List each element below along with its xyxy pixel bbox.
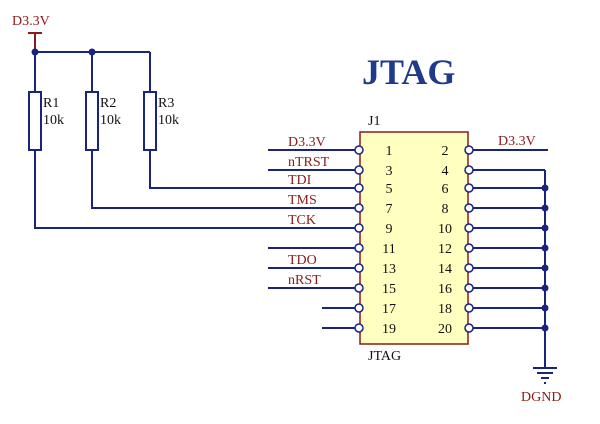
wire-r2-tms [91,150,355,209]
resistor-r2: R2 10k [85,91,121,151]
pin-circle-right [464,323,474,333]
pin-circle-left [354,165,364,175]
pin-circle-right [464,145,474,155]
net-label-left: TDI [288,173,312,188]
pin-circle-left [354,203,364,213]
pin-circle-right [464,203,474,213]
net-label-left: D3.3V [288,135,326,150]
pin-circle-left [354,243,364,253]
pin-number-right: 16 [438,282,452,297]
pin-circle-left [354,323,364,333]
diagram-title: JTAG [362,52,455,92]
pin-circle-right [464,165,474,175]
ground-label: DGND [521,390,561,405]
pin-number-right: 4 [442,164,449,179]
pin-number-left: 5 [386,182,393,197]
pin-number-left: 1 [386,144,393,159]
resistor-ref: R3 [158,96,174,111]
wires [34,51,548,368]
connector-name: JTAG [368,349,401,364]
pin-number-left: 3 [386,164,393,179]
pin-number-right: 18 [438,302,452,317]
junction-dot [541,244,549,252]
junction-dot [541,264,549,272]
pin-number-left: 19 [382,322,396,337]
wire-r3-tdi [149,150,355,189]
pin-number-right: 20 [438,322,452,337]
net-label-left: nRST [288,273,321,288]
net-label-left: nTRST [288,155,330,170]
pin-circle-right [464,283,474,293]
pin-number-right: 10 [438,222,452,237]
resistor-body [143,91,157,151]
junction-dot [541,324,549,332]
pin-number-left: 11 [382,242,395,257]
power-label-right: D3.3V [498,134,536,149]
pin-circle-left [354,263,364,273]
pin-circle-left [354,183,364,193]
junction-dot [541,304,549,312]
junction-dot [88,48,96,56]
pin-number-left: 13 [382,262,396,277]
power-symbol-top-left: D3.3V [12,14,50,52]
resistor-r1: R1 10k [28,91,64,151]
connector-ref: J1 [368,114,380,129]
resistor-body [28,91,42,151]
pin-circle-right [464,183,474,193]
pin-circle-left [354,145,364,155]
pin-circle-left [354,303,364,313]
pin-number-right: 14 [438,262,452,277]
pin-circle-right [464,263,474,273]
pin-number-right: 8 [442,202,449,217]
pin-number-left: 15 [382,282,396,297]
resistor-ref: R1 [43,96,59,111]
ground-symbol: DGND [521,367,561,405]
junction-dot [541,284,549,292]
pin-number-left: 9 [386,222,393,237]
junction-dot [541,204,549,212]
pin-circle-right [464,243,474,253]
pin-number-right: 6 [442,182,449,197]
junction-dot [541,224,549,232]
net-label-left: TDO [288,253,317,268]
pin-number-left: 17 [382,302,396,317]
power-symbol-right: D3.3V [498,134,536,149]
pin-number-right: 2 [442,144,449,159]
net-label-left: TMS [288,193,317,208]
junction-dot [31,48,39,56]
resistor-value: 10k [100,113,121,128]
resistor-ref: R2 [100,96,116,111]
power-label-top-left: D3.3V [12,14,50,29]
junction-dot [541,184,549,192]
pin-number-left: 7 [386,202,393,217]
resistor-r3: R3 10k [143,91,179,151]
pin-circle-right [464,303,474,313]
junction-dots [31,48,549,332]
wire-r1-tck [34,150,355,229]
connector-body [359,131,469,345]
resistor-value: 10k [43,113,64,128]
pin-circle-left [354,223,364,233]
net-labels-left: D3.3V nTRST TDI TMS TCK TDO nRST [288,135,330,288]
pin-circle-right [464,223,474,233]
resistor-value: 10k [158,113,179,128]
net-label-left: TCK [288,213,316,228]
resistor-body [85,91,99,151]
pin-circle-left [354,283,364,293]
pin-number-right: 12 [438,242,452,257]
